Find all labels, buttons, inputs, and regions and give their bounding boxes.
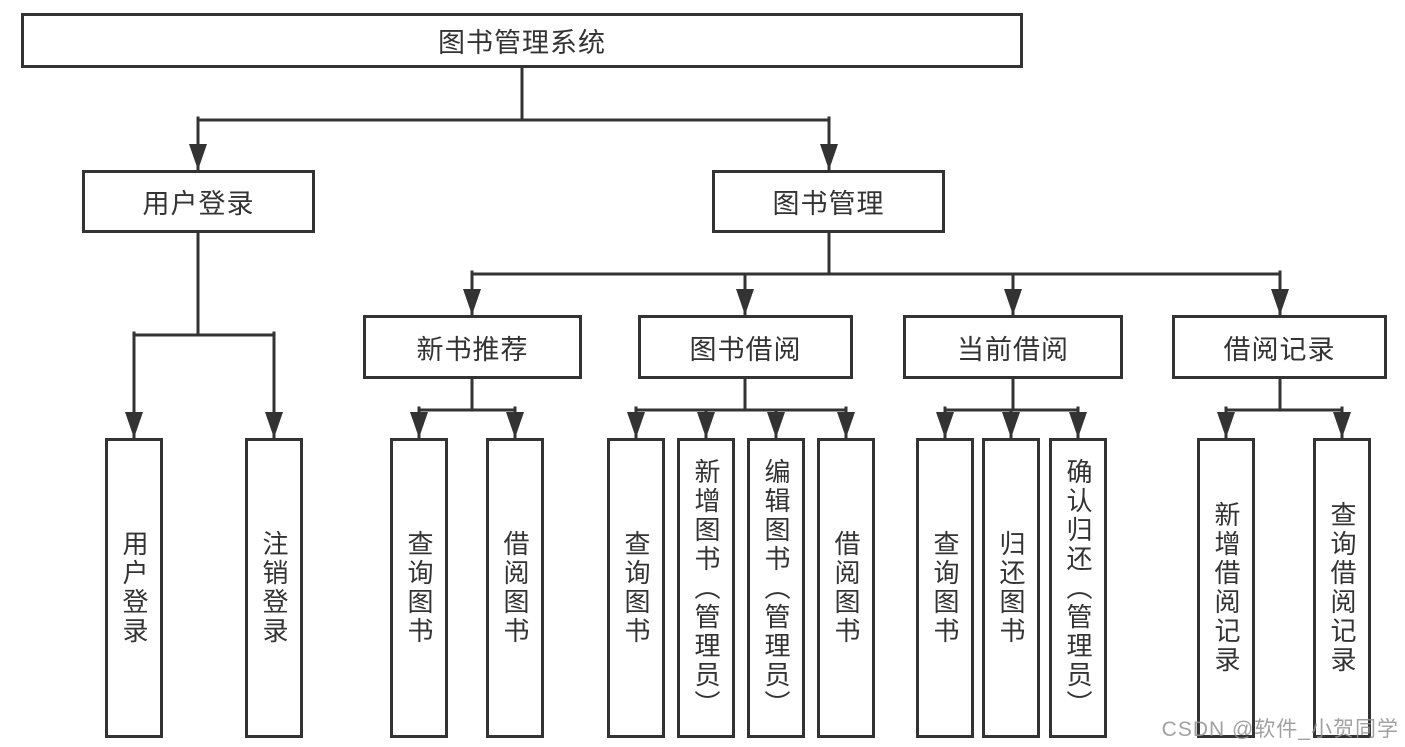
node-query-books-current-label: 查询图书 — [930, 530, 960, 646]
node-confirm-return-admin: 确认归还（管理员） — [1049, 438, 1107, 738]
node-borrow-books: 借阅图书 — [817, 438, 875, 738]
node-query-borrow-record: 查询借阅记录 — [1313, 438, 1371, 738]
node-borrow-records-label: 借阅记录 — [1223, 334, 1336, 365]
node-borrow-records: 借阅记录 — [1172, 315, 1387, 379]
node-user-login-leaf-label: 用户登录 — [119, 530, 149, 646]
node-add-borrow-record-label: 新增借阅记录 — [1211, 501, 1241, 675]
node-query-books-current: 查询图书 — [916, 438, 974, 738]
csdn-watermark: CSDN @软件_小贺同学 — [1161, 718, 1399, 741]
node-borrow-books-recommend: 借阅图书 — [486, 438, 544, 738]
node-book-borrow-label: 图书借阅 — [689, 334, 802, 365]
node-query-books-recommend: 查询图书 — [390, 438, 448, 738]
node-edit-books-admin-label: 编辑图书（管理员） — [761, 457, 791, 719]
node-book-management-label: 图书管理 — [772, 189, 885, 219]
node-borrow-books-recommend-label: 借阅图书 — [500, 530, 530, 646]
connector-group — [125, 66, 1351, 440]
node-query-borrow-record-label: 查询借阅记录 — [1327, 501, 1357, 675]
node-library-system: 图书管理系统 — [21, 13, 1023, 68]
node-query-books-borrow-label: 查询图书 — [621, 530, 651, 646]
node-logout-label: 注销登录 — [259, 530, 289, 646]
node-return-books: 归还图书 — [982, 438, 1040, 738]
node-query-books-borrow: 查询图书 — [607, 438, 665, 738]
node-book-management: 图书管理 — [712, 170, 945, 233]
node-add-borrow-record: 新增借阅记录 — [1197, 438, 1255, 738]
node-confirm-return-admin-label: 确认归还（管理员） — [1063, 457, 1093, 719]
node-edit-books-admin: 编辑图书（管理员） — [747, 438, 805, 738]
node-logout: 注销登录 — [245, 438, 303, 738]
node-borrow-books-label: 借阅图书 — [831, 530, 861, 646]
node-add-books-admin-label: 新增图书（管理员） — [691, 457, 721, 719]
node-new-book-recommend: 新书推荐 — [363, 315, 582, 379]
node-current-borrow-label: 当前借阅 — [957, 334, 1069, 365]
node-library-system-label: 图书管理系统 — [438, 28, 606, 58]
node-user-login-branch-label: 用户登录 — [142, 189, 255, 219]
node-current-borrow: 当前借阅 — [903, 315, 1123, 379]
node-return-books-label: 归还图书 — [996, 530, 1026, 646]
node-book-borrow: 图书借阅 — [638, 315, 853, 379]
node-new-book-recommend-label: 新书推荐 — [416, 334, 529, 365]
node-user-login-leaf: 用户登录 — [105, 438, 163, 738]
node-query-books-recommend-label: 查询图书 — [404, 530, 434, 646]
node-user-login-branch: 用户登录 — [82, 170, 315, 233]
node-add-books-admin: 新增图书（管理员） — [677, 438, 735, 738]
